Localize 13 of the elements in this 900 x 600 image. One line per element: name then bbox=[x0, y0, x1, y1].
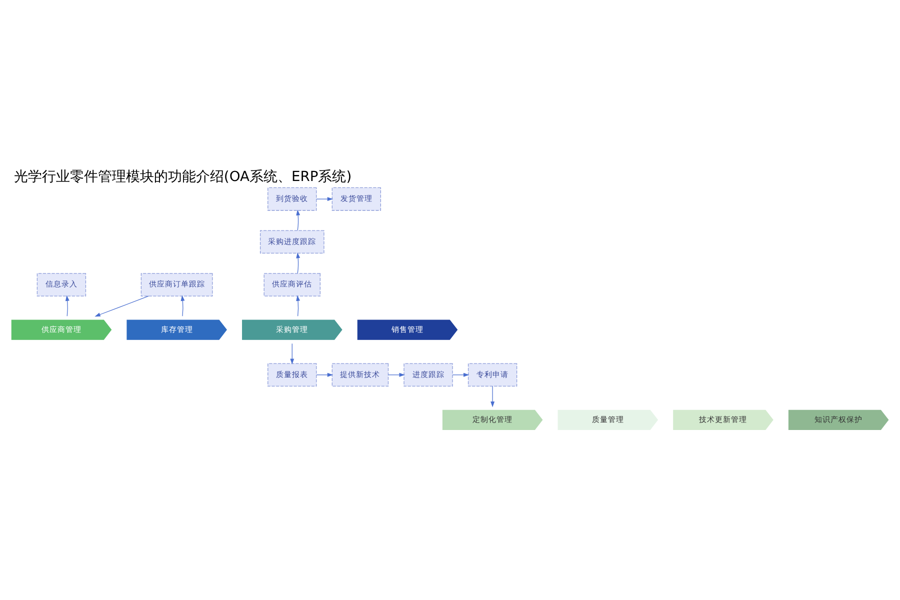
arrow bbox=[296, 294, 300, 316]
arrow bbox=[296, 252, 300, 273]
arrow bbox=[65, 294, 70, 316]
arrow bbox=[316, 372, 334, 376]
arrow bbox=[388, 372, 405, 376]
arrow bbox=[180, 294, 185, 316]
arrow bbox=[296, 209, 300, 230]
diagram-title: 光学行业零件管理模块的功能介绍(OA系统、ERP系统) bbox=[14, 168, 352, 185]
arrow bbox=[94, 295, 149, 316]
arrow bbox=[452, 372, 470, 376]
arrow bbox=[316, 196, 334, 201]
arrow bbox=[290, 342, 294, 364]
arrow bbox=[490, 386, 495, 407]
